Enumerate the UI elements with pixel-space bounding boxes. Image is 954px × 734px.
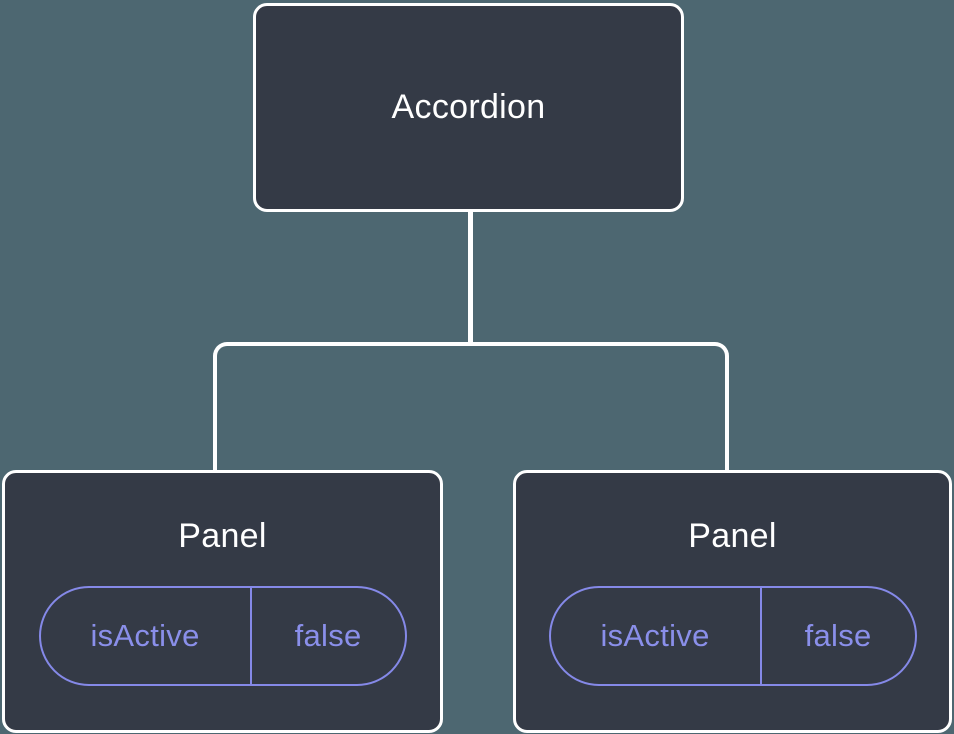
state-value: false bbox=[294, 618, 362, 654]
panel-node-left: Panel isActive false bbox=[2, 470, 443, 733]
panel-node-right: Panel isActive false bbox=[513, 470, 952, 733]
state-name: isActive bbox=[551, 588, 762, 685]
panel-node-label: Panel bbox=[178, 516, 267, 555]
accordion-node: Accordion bbox=[253, 3, 684, 212]
state-pill: isActive false bbox=[38, 586, 407, 687]
state-name: isActive bbox=[41, 588, 252, 685]
connector-bracket bbox=[213, 342, 729, 470]
accordion-node-label: Accordion bbox=[391, 87, 546, 126]
connector-stem bbox=[468, 212, 473, 344]
panel-node-label: Panel bbox=[688, 516, 777, 555]
state-pill: isActive false bbox=[548, 586, 917, 687]
state-value: false bbox=[804, 618, 872, 654]
